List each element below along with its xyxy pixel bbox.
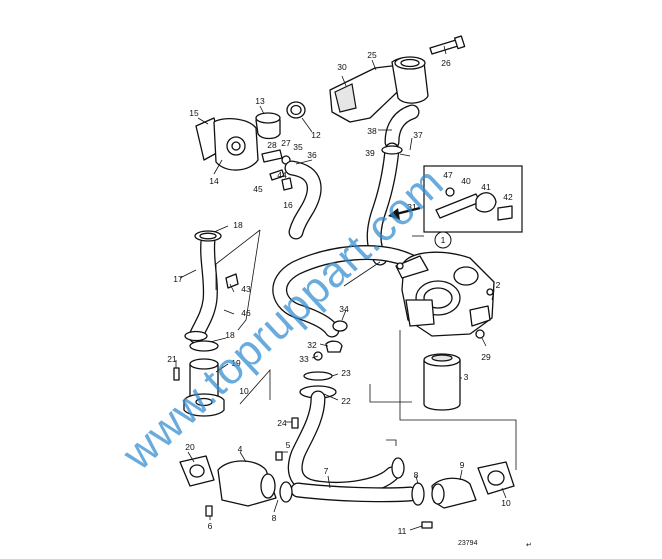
detail-marker-label: 1 [441,235,446,245]
callout-45: 45 [253,184,263,194]
callout-46: 46 [241,308,251,318]
oil-filter [423,353,461,411]
pipe-fitting-19 [173,340,225,417]
coolant-pipe-7 [290,457,418,503]
callout-22: 22 [341,396,351,406]
callout-38: 38 [367,126,377,136]
callout-9: 9 [460,460,465,470]
callout-40: 40 [461,176,471,186]
callout-37: 37 [413,130,423,140]
callout-39: 39 [365,148,375,158]
bracket-detail-inset [388,165,523,233]
callout-21: 21 [167,354,177,364]
callout-5: 5 [286,440,291,450]
detail-marker: 1 [434,231,452,249]
callout-36: 36 [307,150,317,160]
callout-12: 12 [311,130,321,140]
coolant-hose-loop [272,245,420,338]
callout-11: 11 [398,526,407,536]
callout-31: 31 [407,202,417,212]
leader-lines [175,45,517,531]
callout-32: 32 [307,340,317,350]
callout-15: 15 [189,108,199,118]
oil-filter-housing [395,251,495,339]
callout-labels: 2 3 4 5 6 7 8 8 9 10 10 11 12 13 14 15 1… [167,50,513,536]
callout-30: 30 [337,62,347,72]
callout-24: 24 [277,418,287,428]
callout-8b: 8 [414,470,419,480]
callout-13: 13 [255,96,265,106]
callout-18b: 18 [225,330,235,340]
callout-16: 16 [283,200,293,210]
callout-25: 25 [367,50,377,60]
coolant-pump-cover-assembly [195,101,306,191]
callout-44: 44 [277,170,287,180]
elbow-housing-9 [411,461,515,529]
callout-19: 19 [231,358,241,368]
callout-34: 34 [339,304,349,314]
callout-10b: 10 [501,498,511,508]
callout-41: 41 [481,182,491,192]
callout-26: 26 [441,58,451,68]
callout-29: 29 [481,352,491,362]
callout-10a: 10 [239,386,249,396]
callout-42: 42 [503,192,513,202]
callout-18a: 18 [233,220,243,230]
callout-2: 2 [496,280,501,290]
figure-id: 23794 [458,540,478,547]
coolant-pipe-22 [287,371,400,497]
coolant-hose-36 [284,160,322,240]
callout-6: 6 [208,521,213,531]
coolant-pipe-17 [184,230,239,344]
callout-23: 23 [341,368,351,378]
callout-47: 47 [443,170,453,180]
elbow-housing-4 [179,451,293,517]
callout-7: 7 [324,466,329,476]
corner-mark: ↵ [526,542,532,549]
callout-4: 4 [238,444,243,454]
callout-28: 28 [267,140,277,150]
callout-14: 14 [209,176,219,186]
callout-27: 27 [281,138,291,148]
callout-20: 20 [185,442,195,452]
callout-43: 43 [241,284,251,294]
callout-17: 17 [173,274,183,284]
callout-8a: 8 [272,513,277,523]
callout-35: 35 [293,142,303,152]
callout-3: 3 [464,372,469,382]
callout-33: 33 [299,354,309,364]
coolant-hose-38 [384,104,420,150]
